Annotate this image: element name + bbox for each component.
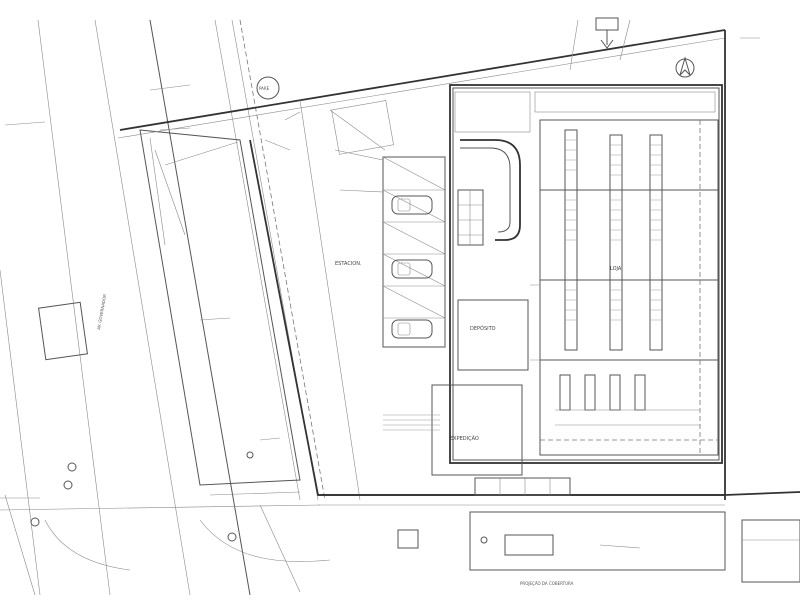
label-expedition: EXPEDIÇÃO (450, 435, 479, 442)
car-1 (391, 195, 433, 215)
road-label: AV. GOVERNADOR (96, 293, 107, 330)
label-parking: ESTACION. (335, 261, 362, 267)
checkout-lanes (555, 374, 700, 426)
car-2 (391, 259, 433, 279)
parking-area: ESTACION. (329, 100, 446, 348)
shelving (564, 129, 663, 351)
street-lines (0, 19, 331, 596)
car-3 (391, 319, 433, 339)
label-deposit: DEPÓSITO (470, 325, 496, 332)
stop-sign-symbol: PARE (256, 76, 280, 100)
property-boundary (117, 29, 726, 501)
main-building: DEPÓSITO EXPEDIÇÃO LOJA (383, 84, 723, 476)
trees (30, 451, 488, 544)
bottom-note: PROJEÇÃO DA COBERTURA (520, 581, 574, 586)
bottom-strip: PROJEÇÃO DA COBERTURA (318, 477, 800, 586)
top-symbol (595, 17, 619, 49)
label-sales-area: LOJA (610, 266, 622, 272)
north-arrow-icon (675, 56, 695, 78)
small-building-left (38, 301, 88, 361)
stop-sign-text: PARE (259, 86, 270, 91)
annotation-leaders (4, 19, 760, 549)
lot-outline (139, 129, 301, 486)
